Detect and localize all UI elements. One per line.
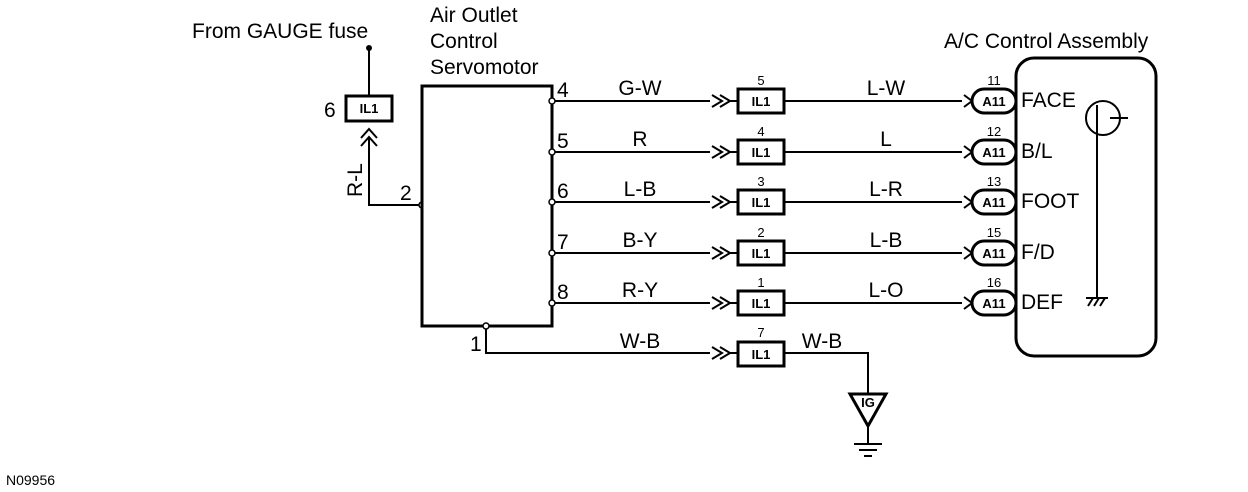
signal-row-5-il1-box — [736, 289, 786, 317]
ground-point-label: IG — [861, 395, 875, 410]
signal-row-4-connector-arrow-1 — [711, 246, 724, 260]
signal-row-1-a11-pin: 11 — [987, 73, 1001, 88]
signal-row-2-wire-right-color: L — [880, 128, 892, 151]
signal-row-3-servo-terminal — [548, 198, 556, 206]
signal-row-2-servo-pin: 5 — [557, 130, 569, 153]
signal-row-5-servo-terminal — [548, 299, 556, 307]
signal-row-1-wire-left-color: G-W — [618, 77, 661, 100]
servomotor-title-line-1: Air Outlet — [430, 4, 518, 27]
signal-row-1-servo-terminal — [548, 97, 556, 105]
signal-row-1-function-label: FACE — [1021, 89, 1076, 112]
signal-row-2-il1-pin: 4 — [757, 124, 764, 139]
signal-row-3-il1-pin: 3 — [757, 174, 764, 189]
chassis-ground-icon — [1086, 297, 1108, 307]
signal-row-3-connector-arrow-1 — [711, 195, 724, 209]
servomotor-title-line-2: Control — [430, 30, 498, 53]
ground-icon — [854, 443, 882, 457]
signal-row-1-wire-right-color: L-W — [867, 77, 906, 100]
transistor-icon — [1085, 100, 1128, 298]
signal-row-1-a11-code: A11 — [982, 94, 1005, 109]
signal-row-4-wire-right-color: L-B — [870, 229, 903, 252]
signal-row-4-a11-pin: 15 — [987, 225, 1001, 240]
signal-row-1-il1-pin: 5 — [757, 73, 764, 88]
servo-power-pin: 2 — [400, 182, 412, 205]
signal-row-4-wire-left-color: B-Y — [622, 229, 657, 252]
ground-servo-pin: 1 — [470, 333, 482, 356]
signal-row-5-wire-left-color: R-Y — [622, 279, 658, 302]
signal-row-3-a11-box — [970, 188, 1018, 216]
signal-row-2-function-label: B/L — [1021, 140, 1053, 163]
servomotor-title-line-3: Servomotor — [430, 56, 539, 79]
signal-row-2-a11-box — [970, 138, 1018, 166]
fuse-connector-code: IL1 — [360, 101, 379, 116]
signal-row-1-il1-code: IL1 — [752, 94, 771, 109]
signal-row-5-servo-pin: 8 — [557, 281, 569, 304]
signal-row-1-servo-pin: 4 — [557, 79, 569, 102]
signal-row-3-servo-pin: 6 — [557, 180, 569, 203]
signal-row-2-il1-box — [736, 138, 786, 166]
signal-row-3-a11-code: A11 — [982, 195, 1005, 210]
signal-row-4-il1-pin: 2 — [757, 225, 764, 240]
fuse-feed: 6 IL1 R-L 2 — [324, 45, 426, 209]
signal-row-4-a11-code: A11 — [982, 246, 1005, 261]
power-source-label: From GAUGE fuse — [192, 20, 368, 43]
signal-row-5-a11-box — [970, 289, 1018, 317]
assembly-title: A/C Control Assembly — [944, 30, 1149, 53]
signal-row-1-connector-arrow-1 — [711, 94, 724, 108]
signal-row-3-il1-box — [736, 188, 786, 216]
signal-row-2-servo-terminal — [548, 148, 556, 156]
signal-row-5-a11-pin: 16 — [987, 275, 1001, 290]
signal-row-3-il1-code: IL1 — [752, 195, 771, 210]
power-wire-color: R-L — [344, 163, 367, 197]
ground-il1: IL1 — [752, 347, 771, 362]
servomotor-body — [420, 84, 554, 328]
signal-row-2-a11-code: A11 — [982, 145, 1005, 160]
fuse-connector-pin: 6 — [324, 99, 336, 122]
ground-il1-pin: 7 — [757, 325, 764, 340]
ground-row: 1 W-B IL1 7 W-B IG — [470, 322, 889, 457]
signal-row-4-il1-code: IL1 — [752, 246, 771, 261]
figure-code: N09956 — [6, 472, 55, 488]
ground-wire-right: W-B — [802, 330, 842, 353]
signal-row-2-wire-left-color: R — [632, 128, 647, 151]
signal-row-5-function-label: DEF — [1021, 291, 1063, 314]
signal-row-5-il1-code: IL1 — [752, 296, 771, 311]
signal-row-5-wire-right-color: L-O — [868, 279, 903, 302]
ground-wire-left: W-B — [620, 330, 660, 353]
signal-row-4-a11-box — [970, 239, 1018, 267]
signal-row-2-il1-code: IL1 — [752, 145, 771, 160]
signal-row-3-wire-left-color: L-B — [624, 178, 657, 201]
signal-row-4-servo-terminal — [548, 249, 556, 257]
signal-row-5-il1-pin: 1 — [757, 275, 764, 290]
signal-row-4-servo-pin: 7 — [557, 231, 569, 254]
signal-row-3-function-label: FOOT — [1021, 190, 1079, 213]
signal-row-3-wire-right-color: L-R — [869, 178, 903, 201]
signal-row-2-a11-pin: 12 — [987, 124, 1001, 139]
signal-row-4-function-label: F/D — [1021, 241, 1055, 264]
signal-row-5-connector-arrow-1 — [711, 296, 724, 310]
signal-row-3-a11-pin: 13 — [987, 174, 1001, 189]
signal-row-1-a11-box — [970, 87, 1018, 115]
signal-row-5-a11-code: A11 — [982, 296, 1005, 311]
signal-row-2-connector-arrow-1 — [711, 145, 724, 159]
